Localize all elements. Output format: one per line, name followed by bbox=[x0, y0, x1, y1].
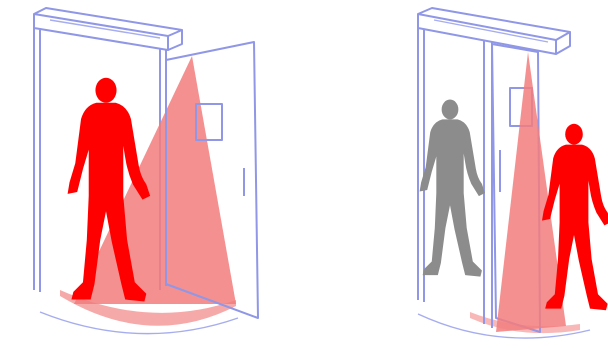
door-operator-header bbox=[418, 8, 570, 54]
walking-person-icon-inactive bbox=[420, 100, 485, 277]
door-opening-panel bbox=[34, 8, 258, 334]
door-closing-panel bbox=[418, 8, 608, 338]
door-operator-header bbox=[34, 8, 182, 50]
